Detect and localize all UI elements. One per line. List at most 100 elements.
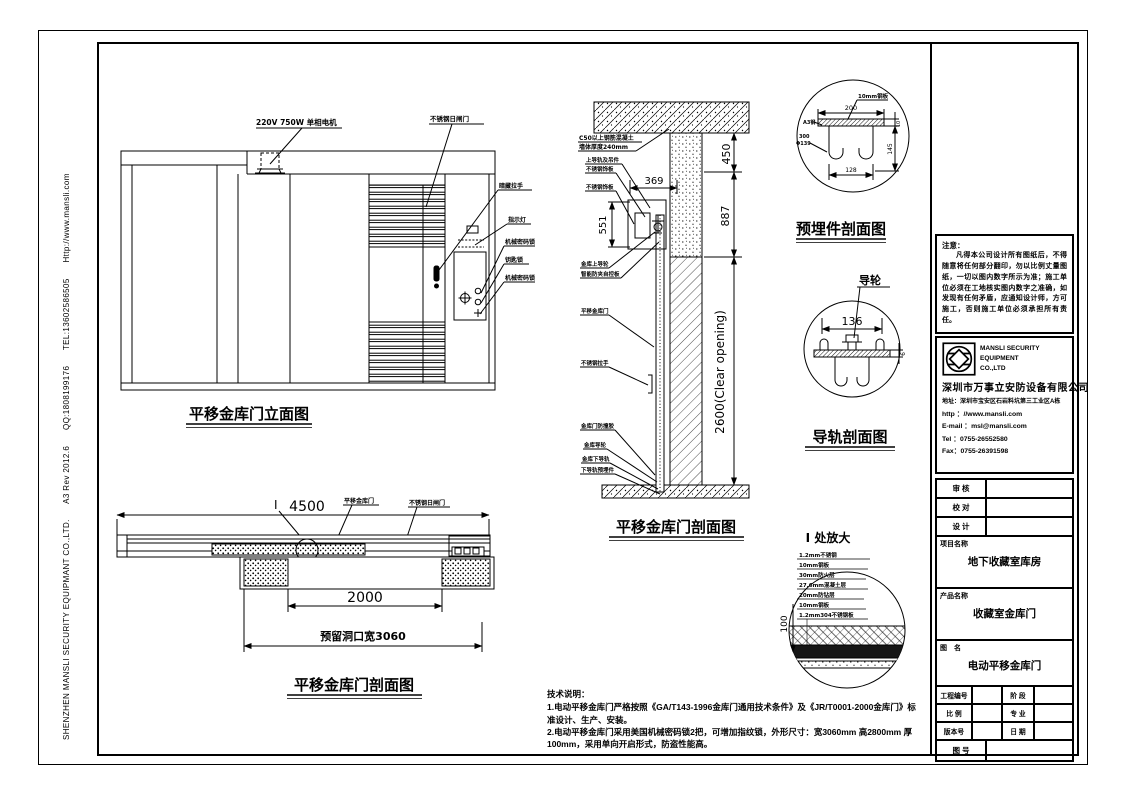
dim-136: 136 — [842, 315, 863, 328]
slab-crosshatch-layer — [789, 625, 905, 646]
plan-gate-label: 不锈钢日闸门 — [409, 499, 445, 507]
lock-dot — [434, 283, 439, 289]
dim-clear-opening: 2600(Clear opening) — [713, 310, 727, 434]
top-rail-housing — [627, 199, 667, 250]
wall-upper — [669, 132, 703, 258]
slab-black-layer — [789, 644, 905, 659]
plan-pier-left — [243, 558, 289, 587]
tech-note-line: 100mm，采用单向开启形式，防盗性能高。 — [547, 739, 713, 750]
rail-clip-left — [819, 338, 829, 350]
rail-channel-left — [834, 357, 848, 387]
design-label: 设 计 — [937, 518, 987, 535]
slab-dotted-layer — [789, 660, 905, 669]
callout-top-wheel: 金库上导轮 — [580, 260, 609, 268]
embed-hook-left — [828, 126, 844, 160]
drawing-name-value: 电动平移金库门 — [967, 660, 1042, 672]
detail-title: I 处放大 — [806, 530, 851, 545]
major-label: 专 业 — [1003, 705, 1035, 721]
callout-antipinch: 智能防夹自控板 — [581, 270, 620, 278]
tech-notes-heading: 技术说明： — [547, 689, 590, 699]
row-drawing-no: 图 号 — [937, 741, 1072, 760]
title-block: 注意： 凡得本公司设计所有图纸后，不得随意将任何部分翻印，勿以比例丈量图纸，一切… — [930, 44, 1089, 762]
hidden-handle — [433, 265, 440, 282]
door-handle — [648, 374, 653, 394]
title-block-empty-area — [932, 44, 1077, 232]
louver-panel — [368, 184, 424, 248]
title-block-table: 审 核 校 对 设 计 项目名称 地下收藏室库房 产品名称 收藏室金库 — [935, 478, 1074, 762]
callout-code-lock-1: 机械密码锁 — [505, 238, 535, 246]
dim-551: 551 — [598, 215, 609, 234]
sheet-outer-border — [38, 30, 1088, 765]
stage-label: 阶 段 — [1003, 687, 1035, 703]
callout-ss-handle: 不锈钢拉手 — [581, 359, 609, 367]
row-scale-major: 比 例 专 业 — [937, 705, 1072, 723]
callout-sliding-door: 平移金库门 — [581, 307, 609, 315]
motor-label: 220V 750W 单相电机 — [256, 117, 337, 127]
tech-note-line: 1.电动平移金库门严格按照《GA/T143-1996金库门通用技术条件》及《JR… — [547, 702, 916, 713]
drawing-frame: 220V 750W 单相电机 不锈钢日闸门 暗藏拉手 指示灯 机械密码锁 钥匙锁… — [97, 42, 1089, 762]
date-value — [1035, 723, 1072, 739]
wall-lower — [669, 256, 703, 486]
dim-887: 887 — [719, 206, 732, 227]
section-title: 平移金库门剖面图 — [616, 518, 736, 536]
check-label: 校 对 — [937, 499, 987, 516]
ceiling-slab — [593, 101, 750, 134]
vertical-section-view: 450 887 2600(Clear opening) 369 551 C50以… — [578, 101, 750, 541]
drawing-name-label: 图 名 — [940, 645, 961, 652]
version-value — [973, 723, 1003, 739]
dim-2000: 2000 — [347, 590, 383, 606]
embed-phi-label: Φ139 — [796, 141, 811, 147]
layer-6: 10mm钢板 — [799, 601, 830, 609]
gate-label: 不锈钢日闸门 — [430, 114, 470, 123]
project-name-label: 项目名称 — [940, 541, 968, 548]
layer-7: 1.2mm304不锈钢板 — [799, 611, 854, 619]
embed-section-view: 200 10mm钢板 10 145 128 A3钢 — [796, 79, 910, 243]
motor-symbol — [255, 152, 285, 174]
company-address: 地址：深圳市宝安区石岩料坑第三工业区A栋 — [942, 399, 1061, 405]
dim-145: 145 — [887, 143, 894, 155]
project-name-block: 项目名称 地下收藏室库房 — [937, 537, 1072, 589]
plan-detail-mark: I — [274, 498, 278, 512]
product-name-value: 收藏室金库门 — [973, 608, 1036, 620]
tech-note-line: 2.电动平移金库门采用美国机械密码锁2把，可增加指纹锁，外形尺寸：宽3060mm… — [547, 726, 913, 737]
wall-note-line1: C50以上钢筋混凝土 — [579, 134, 634, 142]
layer-2: 10mm钢板 — [799, 561, 830, 569]
company-logo-icon — [942, 342, 976, 376]
product-name-label: 产品名称 — [940, 593, 968, 600]
company-tel: Tel ：0755-26552580 — [942, 435, 1008, 443]
dim-128: 128 — [845, 167, 857, 174]
layer-1: 1.2mm不锈钢 — [799, 551, 837, 559]
callout-top-rail: 上导轨及吊件 — [586, 156, 620, 164]
layer-4: 27.6mm混凝土层 — [799, 581, 847, 589]
project-name-value: 地下收藏室库房 — [967, 556, 1042, 568]
tech-note-line: 准设计、生产、安装。 — [547, 714, 633, 725]
major-value — [1035, 705, 1072, 721]
dim-200: 200 — [845, 104, 857, 112]
sheet-margin-note: SHENZHEN MANSLI SECURITY EQUIPMANT CO.,L… — [62, 173, 71, 740]
callout-bumper: 金库门防撞胶 — [580, 422, 615, 430]
company-name-cn: 深圳市万事立安防设备有限公司 — [942, 383, 1089, 394]
plan-title: 平移金库门剖面图 — [294, 676, 414, 694]
design-value — [987, 518, 1072, 535]
company-email: E-mail ：msl@mansli.com — [942, 423, 1027, 430]
callout-key-lock: 钥匙锁 — [505, 256, 523, 264]
callout-hidden-handle: 暗藏拉手 — [499, 182, 523, 190]
louver-panel — [368, 321, 424, 384]
project-no-value — [973, 687, 1003, 703]
plan-drive-unit — [448, 535, 491, 557]
embed-a3-label: A3钢 — [803, 119, 815, 126]
company-box: MANSLI SECURITY EQUIPMENT CO.,LTD 深圳市万事立… — [935, 336, 1089, 474]
product-name-block: 产品名称 收藏室金库门 — [937, 589, 1072, 641]
plan-door-label: 平移金库门 — [344, 497, 374, 505]
review-value — [987, 480, 1072, 497]
plan-section-view: 4500 I 平移金库门 不锈钢日闸门 — [116, 497, 495, 699]
dim-369: 369 — [644, 176, 663, 187]
embed-hook-right — [858, 126, 874, 160]
version-label: 版本号 — [937, 723, 973, 739]
drawing-name-block: 图 名 电动平移金库门 — [937, 641, 1072, 687]
callout-code-lock-2: 机械密码锁 — [505, 274, 535, 282]
company-name-en-line: EQUIPMENT — [980, 355, 1019, 363]
row-check: 校 对 — [937, 499, 1072, 518]
notice-body: 凡得本公司设计所有图纸后，不得随意将任何部分翻印，勿以比例丈量图纸，一切以图内数… — [942, 252, 1067, 325]
